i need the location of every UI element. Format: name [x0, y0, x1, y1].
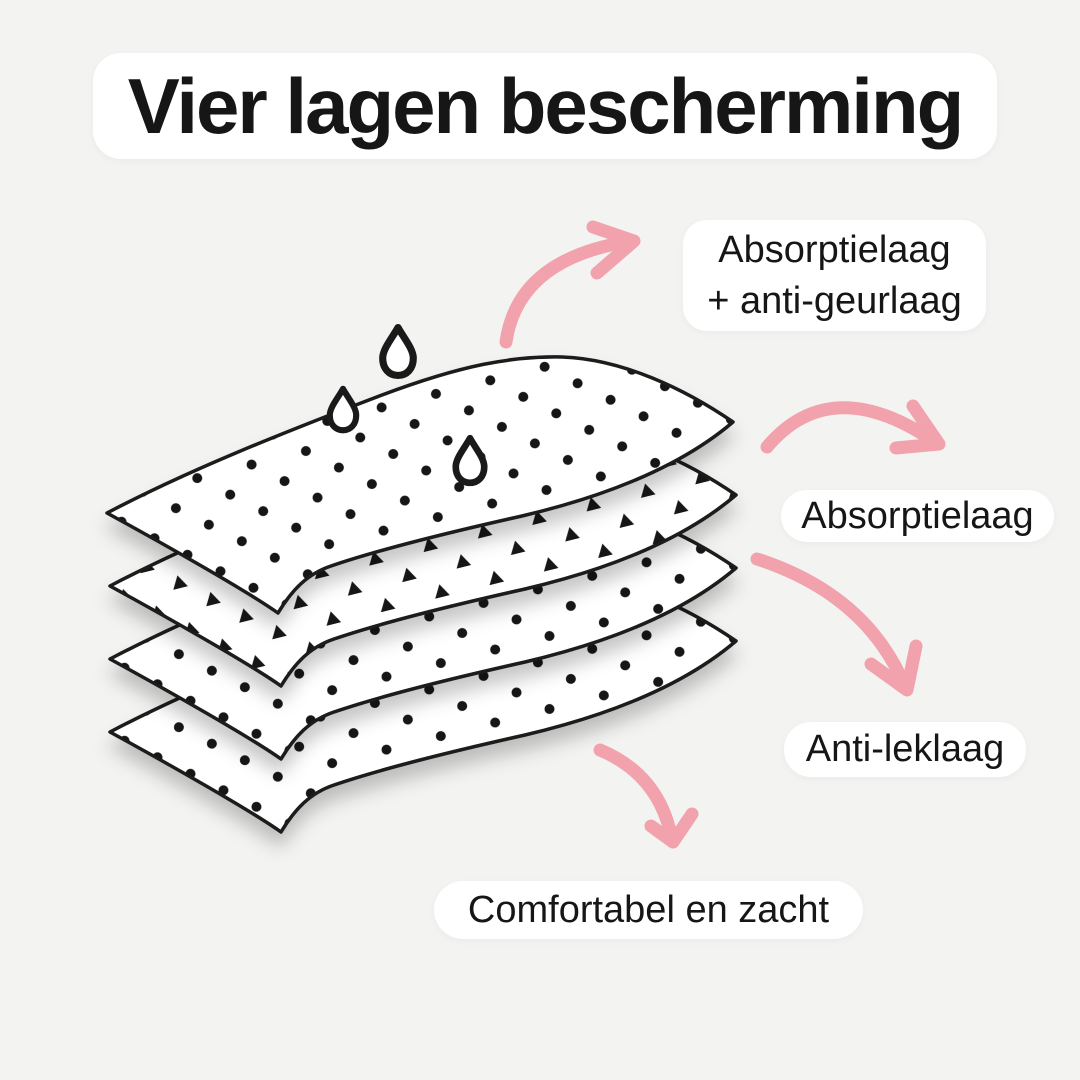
droplet-icon [326, 385, 360, 434]
label-comfort: Comfortabel en zacht [434, 881, 863, 939]
label-absorption-odor-line2: + anti-geurlaag [707, 279, 962, 322]
label-absorption-odor-line1: Absorptielaag [718, 228, 951, 271]
label-absorption-text: Absorptielaag [801, 494, 1034, 537]
curved-arrow-down-icon [593, 743, 699, 849]
label-absorption: Absorptielaag [781, 490, 1054, 542]
label-leakproof: Anti-leklaag [784, 722, 1026, 777]
label-comfort-text: Comfortabel en zacht [467, 888, 830, 931]
droplet-icon [452, 434, 488, 487]
curved-arrow-down-right-icon [750, 552, 923, 697]
page-title: Vier lagen bescherming [127, 62, 965, 150]
label-absorption-odor: Absorptielaag + anti-geurlaag [683, 220, 986, 331]
curved-arrow-up-right-icon [499, 220, 641, 349]
title-box: Vier lagen bescherming [93, 53, 997, 159]
label-leakproof-text: Anti-leklaag [805, 728, 1005, 770]
curved-arrow-right-icon [760, 399, 946, 455]
droplet-icon [379, 323, 417, 380]
